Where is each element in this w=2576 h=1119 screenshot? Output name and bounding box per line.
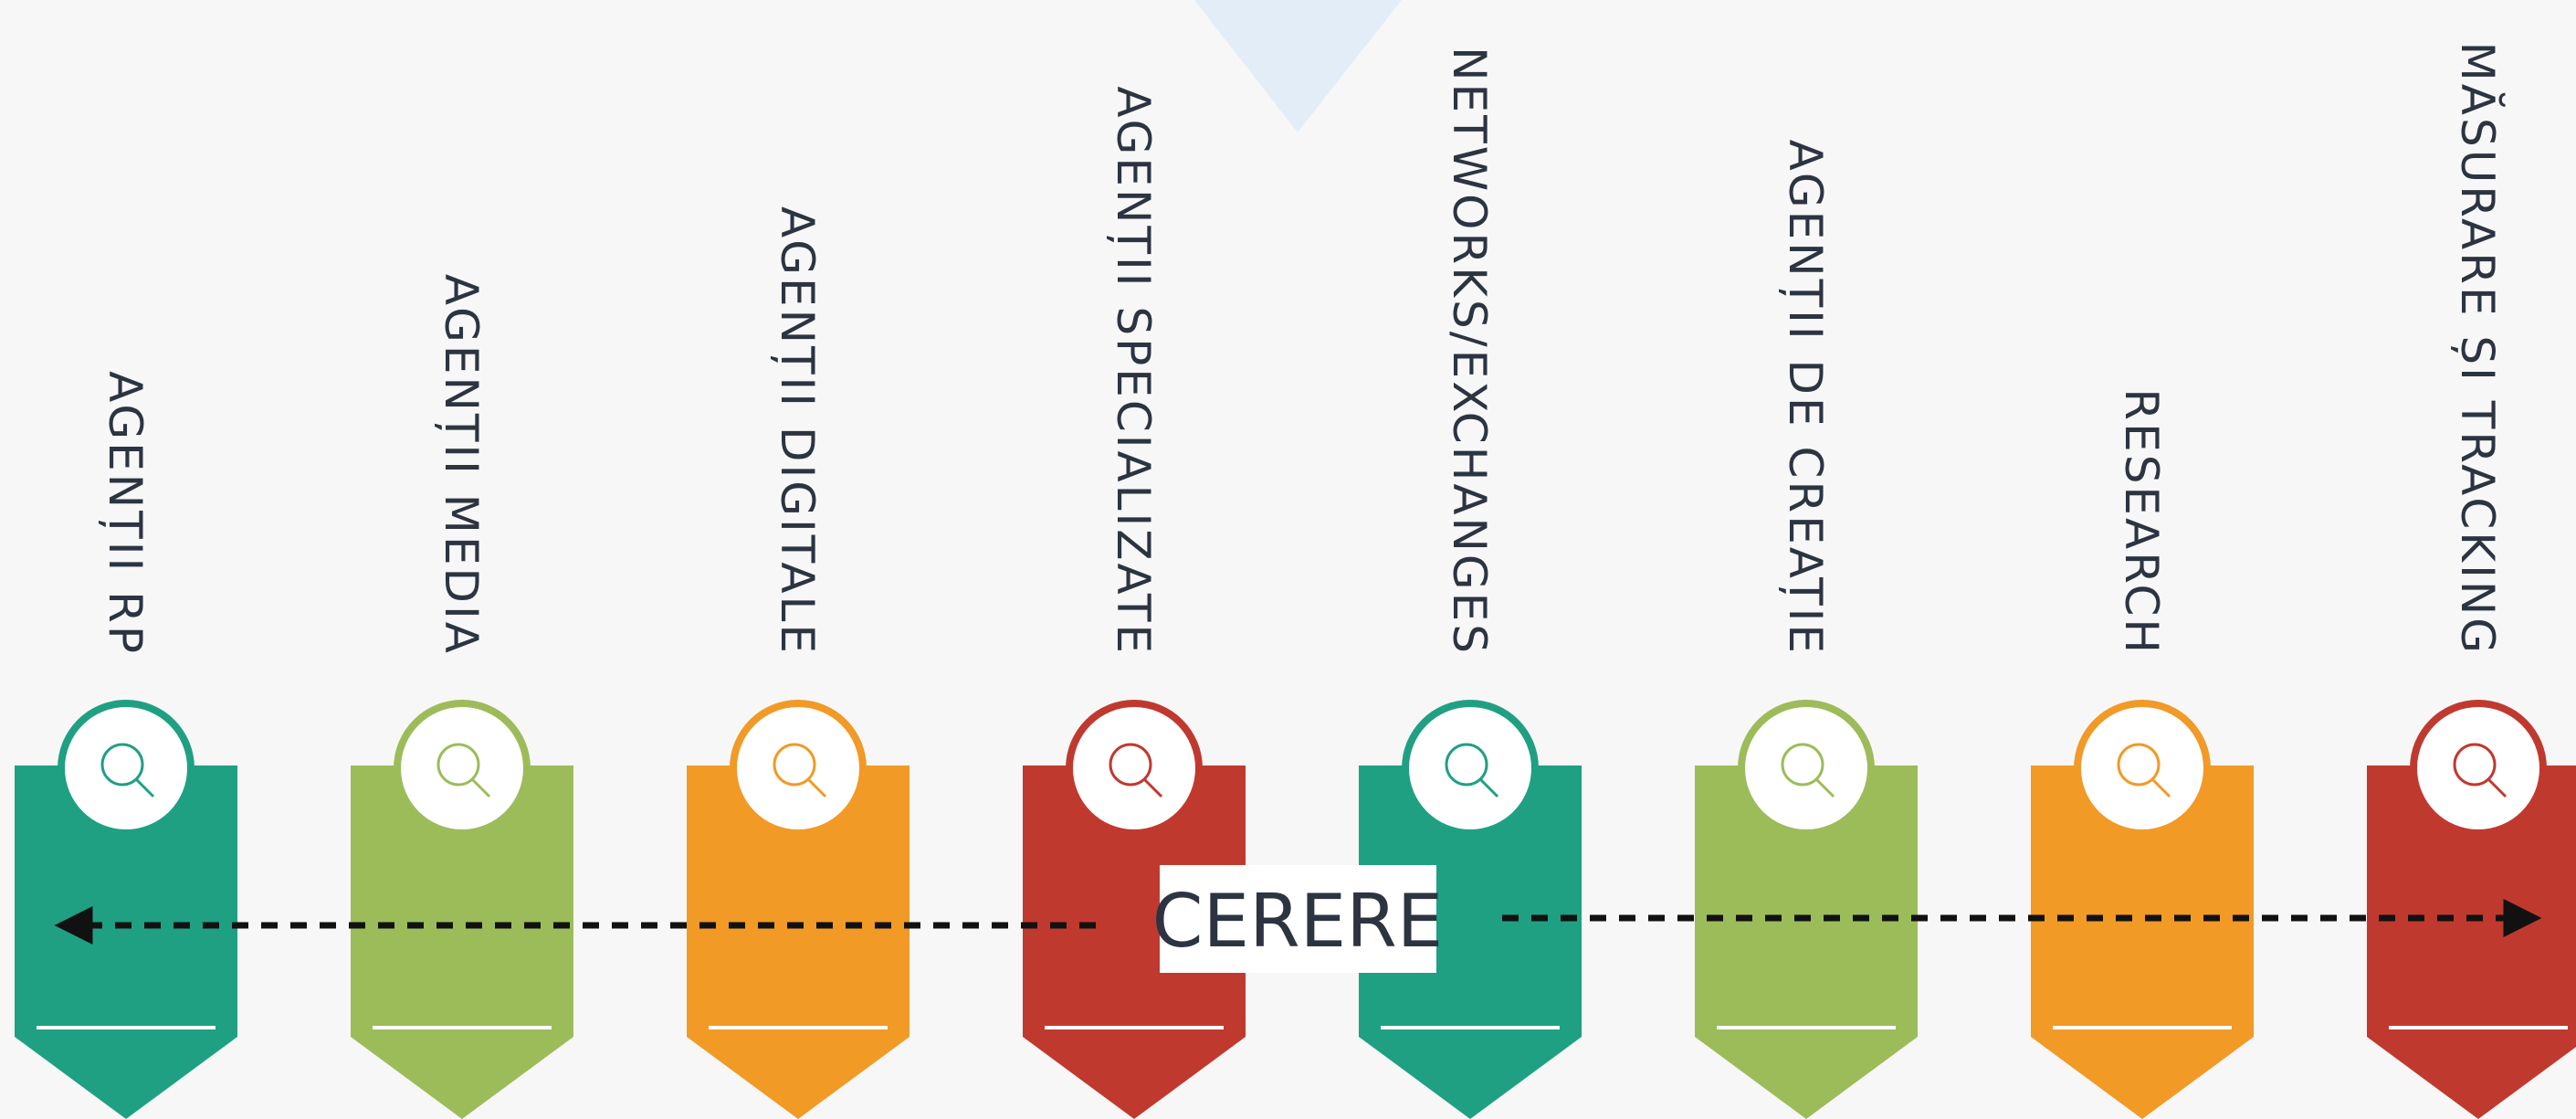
column-ribbon bbox=[1695, 765, 1918, 1119]
column-ribbon bbox=[2031, 765, 2254, 1119]
column-label: AGENȚII DIGITALE bbox=[771, 206, 824, 656]
column-ribbon bbox=[687, 765, 909, 1119]
column-2: AGENȚII MEDIA bbox=[351, 274, 573, 1119]
badge-inner bbox=[401, 707, 523, 829]
column-label: NETWORKS/EXCHANGES bbox=[1443, 47, 1496, 656]
search-icon bbox=[2453, 743, 2508, 798]
search-icon bbox=[1445, 743, 1499, 798]
column-4: AGENȚII SPECIALIZATE bbox=[1023, 86, 1246, 1119]
column-ribbon bbox=[15, 765, 237, 1119]
column-6: AGENȚII DE CREAȚIE bbox=[1695, 140, 1918, 1119]
badge-inner bbox=[2081, 707, 2203, 829]
column-label: AGENȚII MEDIA bbox=[435, 274, 488, 656]
column-label: MĂSURARE ȘI TRACKING bbox=[2451, 42, 2506, 656]
column-ribbon bbox=[2367, 765, 2576, 1119]
center-label: CERERE bbox=[1152, 879, 1444, 964]
search-icon bbox=[1781, 743, 1835, 798]
column-1: AGENȚII RP bbox=[15, 371, 237, 1119]
search-icon bbox=[1109, 743, 1163, 798]
center-label-box bbox=[1160, 865, 1436, 973]
search-icon bbox=[436, 743, 491, 798]
column-8: MĂSURARE ȘI TRACKING bbox=[2367, 42, 2576, 1119]
column-label: AGENȚII SPECIALIZATE bbox=[1107, 86, 1160, 656]
badge-inner bbox=[1073, 707, 1195, 829]
columns: AGENȚII RP AGENȚII MEDIA AGENȚII DIGITALE A… bbox=[15, 42, 2576, 1119]
badge-inner bbox=[1409, 707, 1531, 829]
search-icon bbox=[100, 743, 155, 798]
column-label: AGENȚII RP bbox=[99, 371, 152, 656]
badge-inner bbox=[65, 707, 187, 829]
search-icon bbox=[2117, 743, 2171, 798]
badge-inner bbox=[1745, 707, 1867, 829]
search-icon bbox=[773, 743, 827, 798]
column-3: AGENȚII DIGITALE bbox=[687, 206, 909, 1119]
column-7: RESEARCH bbox=[2031, 388, 2254, 1119]
column-ribbon bbox=[1023, 765, 1246, 1119]
top-triangle-decoration bbox=[1194, 0, 1402, 132]
column-ribbon bbox=[1359, 765, 1582, 1119]
column-5: NETWORKS/EXCHANGES bbox=[1359, 47, 1582, 1119]
badge-inner bbox=[737, 707, 859, 829]
badge-inner bbox=[2417, 707, 2539, 829]
column-label: RESEARCH bbox=[2115, 388, 2168, 656]
column-label: AGENȚII DE CREAȚIE bbox=[1779, 140, 1832, 656]
column-ribbon bbox=[351, 765, 573, 1119]
